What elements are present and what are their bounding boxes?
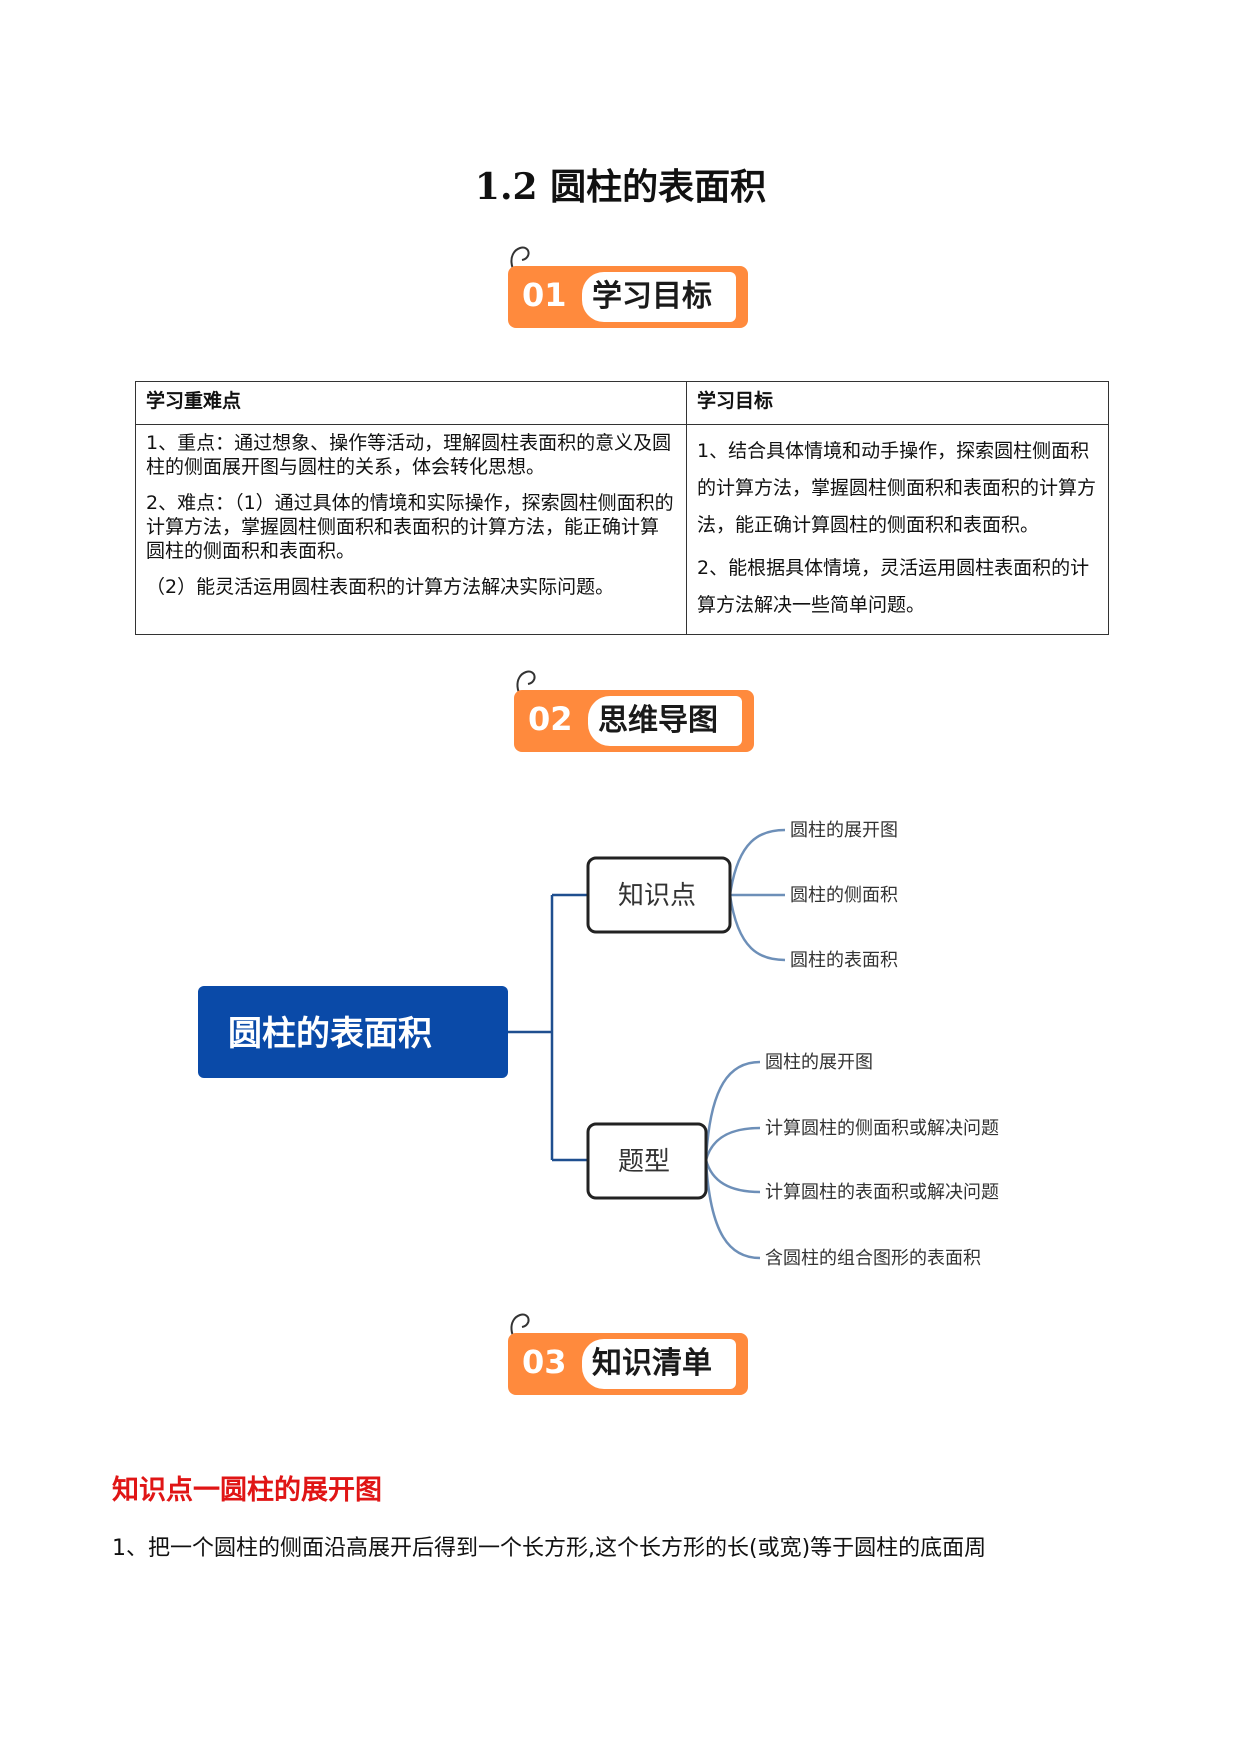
connector-curve — [704, 1159, 761, 1260]
section-number: 01 — [522, 276, 567, 314]
goals-cell: 1、结合具体情境和动手操作，探索圆柱侧面积的计算方法，掌握圆柱侧面积和表面积的计… — [686, 424, 1109, 635]
goals-table: 学习重难点 学习目标 1、重点：通过想象、操作等活动，理解圆柱表面积的意义及圆柱… — [135, 381, 1109, 635]
mind-map: 圆柱的表面积 知识点 题型 圆柱的展开图 圆柱的侧面积 圆柱的表面积 圆柱的展开… — [198, 820, 999, 1269]
connector-curve — [728, 828, 786, 896]
mindmap-branch-node — [586, 1122, 708, 1200]
mindmap-leaf: 计算圆柱的侧面积或解决问题 — [765, 1118, 999, 1139]
difficulty-item: （2）能灵活运用圆柱表面积的计算方法解决实际问题。 — [146, 576, 615, 598]
difficulty-item: 1、重点：通过想象、操作等活动，理解圆柱表面积的意义及圆柱的侧面展开图与圆柱的关… — [146, 432, 672, 478]
knowledge-paragraph: 1、把一个圆柱的侧面沿高展开后得到一个长方形,这个长方形的长(或宽)等于圆柱的底… — [112, 1536, 987, 1561]
goal-item: 1、结合具体情境和动手操作，探索圆柱侧面积的计算方法，掌握圆柱侧面积和表面积的计… — [697, 440, 1097, 536]
table-header-difficulty: 学习重难点 — [135, 381, 687, 425]
mindmap-leaf: 计算圆柱的表面积或解决问题 — [765, 1182, 999, 1203]
difficulty-cell: 1、重点：通过想象、操作等活动，理解圆柱表面积的意义及圆柱的侧面展开图与圆柱的关… — [135, 424, 687, 635]
connector-curve — [704, 1159, 761, 1194]
mindmap-root-node — [198, 986, 508, 1078]
section-badge-goals: 01 学习目标 — [494, 242, 754, 332]
section-badge-mindmap: 02 思维导图 — [500, 666, 760, 756]
section-number: 03 — [522, 1343, 567, 1381]
connector-curve — [728, 894, 786, 962]
section-number: 02 — [528, 700, 573, 738]
mindmap-leaf: 圆柱的展开图 — [790, 820, 898, 841]
mindmap-leaf: 圆柱的展开图 — [765, 1052, 873, 1073]
section-badge-knowledge: 03 知识清单 — [494, 1309, 754, 1399]
knowledge-heading: 知识点一圆柱的展开图 — [112, 1475, 382, 1506]
difficulty-item: 2、难点：（1）通过具体的情境和实际操作，探索圆柱侧面积的计算方法，掌握圆柱侧面… — [146, 492, 674, 562]
section-label: 知识清单 — [582, 1339, 736, 1389]
connector-curve — [704, 1126, 761, 1161]
mindmap-branch-label: 题型 — [618, 1147, 670, 1177]
mindmap-leaf: 圆柱的侧面积 — [790, 885, 898, 906]
table-header-goals: 学习目标 — [686, 381, 1109, 425]
mindmap-branch-label: 知识点 — [618, 881, 696, 911]
goal-item: 2、能根据具体情境，灵活运用圆柱表面积的计算方法解决一些简单问题。 — [697, 557, 1090, 616]
section-label: 思维导图 — [588, 696, 742, 746]
page-title: 1.2 圆柱的表面积 — [474, 166, 767, 208]
mindmap-leaf: 含圆柱的组合图形的表面积 — [765, 1248, 981, 1269]
section-label: 学习目标 — [582, 272, 736, 322]
mindmap-branch-node — [586, 856, 732, 934]
connector-curve — [704, 1060, 761, 1161]
mindmap-root-label: 圆柱的表面积 — [228, 1014, 432, 1054]
mindmap-leaf: 圆柱的表面积 — [790, 950, 898, 971]
